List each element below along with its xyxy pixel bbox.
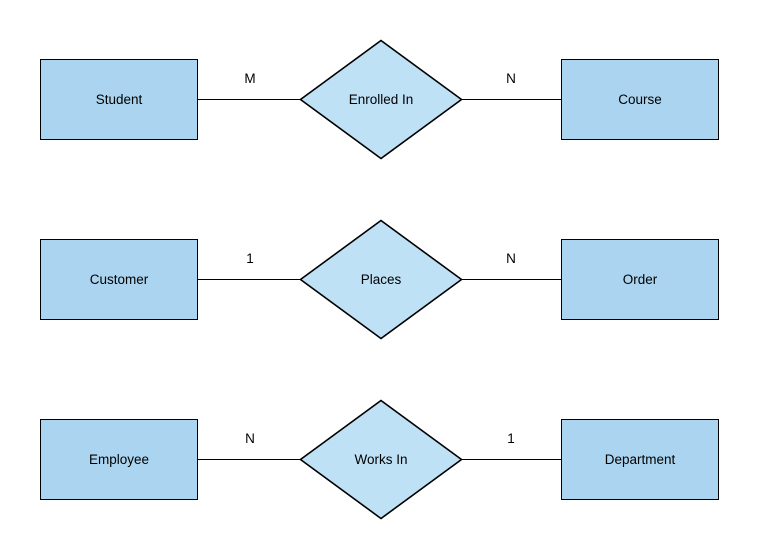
er-relationship-row: Employee N Works In 1 Department (0, 390, 761, 530)
entity-box-left[interactable]: Customer (40, 239, 198, 320)
cardinality-label-right: N (506, 251, 516, 266)
connector-line-left (198, 99, 300, 100)
cardinality-label-left: N (245, 431, 255, 446)
entity-label: Course (618, 91, 662, 107)
er-relationship-row: Customer 1 Places N Order (0, 210, 761, 350)
connector-line-right (462, 279, 562, 280)
cardinality-label-right: 1 (507, 431, 515, 446)
relationship-diamond[interactable]: Works In (299, 399, 463, 520)
entity-label: Order (622, 271, 658, 287)
er-relationship-row: Student M Enrolled In N Course (0, 30, 761, 170)
diamond-shape-icon (299, 219, 463, 340)
diamond-shape-icon (299, 399, 463, 520)
connector-line-left (198, 459, 300, 460)
entity-label: Department (604, 451, 676, 467)
connector-line-left (198, 279, 300, 280)
cardinality-label-left: M (244, 71, 256, 86)
entity-label: Employee (88, 451, 150, 467)
entity-box-right[interactable]: Course (561, 59, 719, 140)
entity-box-left[interactable]: Employee (40, 419, 198, 500)
entity-box-right[interactable]: Order (561, 239, 719, 320)
entity-box-right[interactable]: Department (561, 419, 719, 500)
connector-line-right (462, 99, 562, 100)
entity-label: Customer (89, 271, 149, 287)
relationship-diamond[interactable]: Enrolled In (299, 39, 463, 160)
entity-box-left[interactable]: Student (40, 59, 198, 140)
connector-line-right (462, 459, 562, 460)
cardinality-label-left: 1 (246, 251, 254, 266)
entity-label: Student (95, 91, 143, 107)
cardinality-label-right: N (506, 71, 516, 86)
diamond-shape-icon (299, 39, 463, 160)
relationship-diamond[interactable]: Places (299, 219, 463, 340)
